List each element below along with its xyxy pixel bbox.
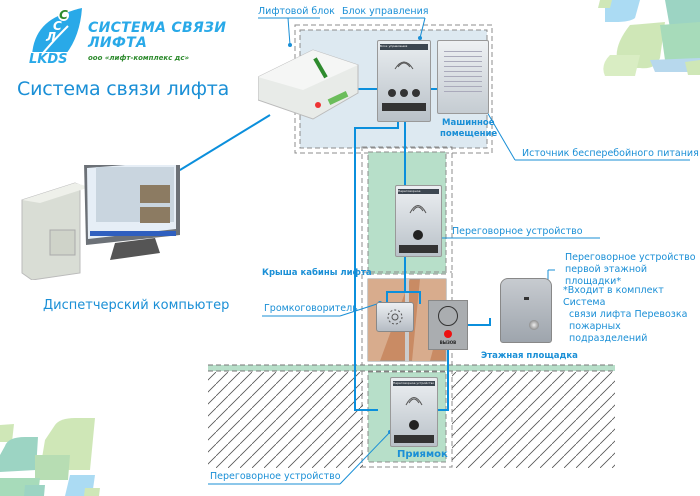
logo-brand: LKDS	[28, 52, 69, 67]
control-block-header: Блок управления	[380, 44, 428, 50]
first-floor-intercom-label-line1: Переговорное устройство	[565, 252, 696, 263]
speaker-grille-icon	[382, 61, 426, 111]
footnote-line1: *Входит в комплект Система	[563, 285, 664, 308]
intercom-indicator	[523, 297, 529, 300]
control-block-device: Блок управления	[377, 40, 431, 122]
footnote-line2: связи лифта Перевозка	[569, 309, 688, 320]
call-button-label: ВЫЗОВ	[439, 340, 457, 345]
intercom-pit-device: Переговорное устройство	[390, 377, 438, 447]
machine-room-label-2: помещение	[440, 129, 498, 139]
logo-name-line1: СИСТЕМА СВЯЗИ	[88, 20, 227, 36]
ground-hatch-left	[208, 372, 363, 468]
call-panel: ВЫЗОВ	[428, 300, 468, 350]
computer-icon	[21, 155, 180, 281]
loudspeaker-label: Громкоговоритель	[264, 303, 358, 314]
logo-letters: С С Л	[44, 8, 69, 44]
logo-letter-1: С	[58, 8, 69, 22]
lift-block-device	[257, 45, 366, 120]
dispatcher-computer	[20, 155, 185, 281]
footnote-line3: пожарных подразделений	[569, 321, 648, 344]
ups-device	[437, 40, 489, 114]
intercom-speaker-icon	[399, 205, 438, 253]
ups-label-plate	[444, 51, 482, 95]
first-floor-intercom-label-line2: первой этажной площадки*	[565, 264, 648, 287]
first-floor-intercom-device	[500, 278, 552, 343]
floor-landing-label: Этажная площадка	[481, 351, 578, 361]
ups-label: Источник бесперебойного питания	[522, 148, 699, 159]
intercom-bottom-label: Переговорное устройство	[210, 471, 341, 482]
machine-room-label-1: Машинное	[442, 118, 495, 128]
logo-letter-2: С	[53, 19, 62, 33]
ground-hatch-right	[452, 372, 615, 468]
intercom-top-label: Переговорное устройство	[452, 226, 583, 237]
logo-letter-3: Л	[46, 30, 56, 44]
page-title: Система связи лифта	[17, 78, 230, 100]
callout-lines	[208, 17, 690, 485]
intercom-button[interactable]	[529, 320, 539, 330]
lift-block-icon	[257, 49, 359, 120]
intercom-pit-header: Переговорное устройство	[393, 381, 435, 386]
dispatcher-computer-label: Диспетчерский компьютер	[43, 298, 230, 313]
leaf-decoration-bottom-left	[0, 418, 100, 496]
control-block-label: Блок управления	[342, 6, 429, 17]
lift-block-label: Лифтовой блок	[258, 6, 335, 17]
intercom-pit-speaker-icon	[394, 397, 434, 443]
pit-label: Приямок	[397, 449, 448, 460]
cabin-roof-label: Крыша кабины лифта	[262, 268, 372, 278]
leaf-decoration-top-right	[598, 0, 700, 76]
intercom-top-header: Переговорное устройство	[398, 189, 439, 194]
loudspeaker-device	[376, 302, 414, 332]
footnote: *Входит в комплект Система связи лифта П…	[563, 285, 700, 345]
loudspeaker-icon	[387, 309, 403, 325]
call-button-ring	[438, 306, 458, 326]
logo-name-line2: ЛИФТА	[88, 35, 148, 51]
intercom-top-device: Переговорное устройство	[395, 185, 442, 257]
first-floor-intercom-label: Переговорное устройство первой этажной п…	[565, 252, 700, 288]
call-button[interactable]	[444, 330, 452, 338]
logo-company: ООО «ЛИФТ-КОМПЛЕКС ДС»	[88, 54, 190, 62]
floor-landing-band	[208, 365, 615, 371]
